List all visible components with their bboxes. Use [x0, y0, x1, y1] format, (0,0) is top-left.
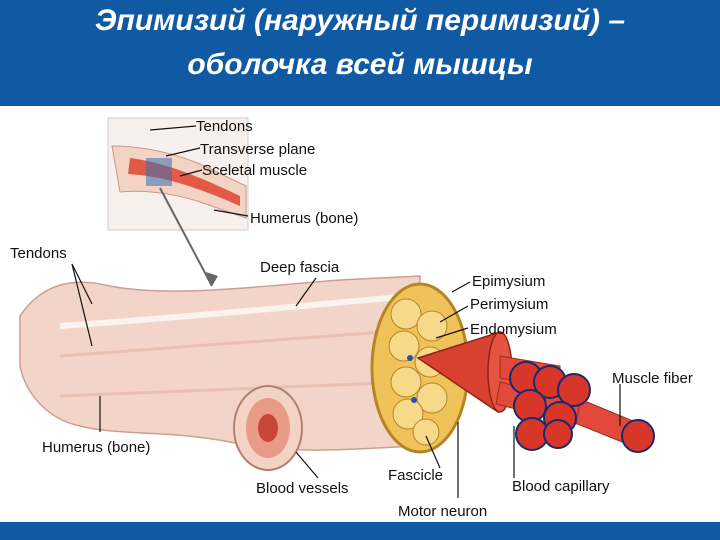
- label-epimysium: Epimysium: [472, 273, 545, 290]
- humerus-bone-section: [234, 386, 302, 470]
- slide-title-line-1: Эпимизий (наружный перимизий) –: [0, 4, 720, 38]
- label-perimysium: Perimysium: [470, 296, 548, 313]
- label-humerus-top: Humerus (bone): [250, 210, 358, 227]
- label-endomysium: Endomysium: [470, 321, 557, 338]
- slide-title-line-2: оболочка всей мышцы: [0, 48, 720, 82]
- label-humerus-bottom: Humerus (bone): [42, 439, 150, 456]
- title-bar: Эпимизий (наружный перимизий) – оболочка…: [0, 0, 720, 106]
- label-tendons-left: Tendons: [10, 245, 67, 262]
- label-transverse-plane: Transverse plane: [200, 141, 315, 158]
- label-sceletal-muscle: Sceletal muscle: [202, 162, 307, 179]
- label-tendons-top: Tendons: [196, 118, 253, 135]
- label-fascicle: Fascicle: [388, 467, 443, 484]
- muscle-body: [20, 276, 420, 450]
- label-blood-vessels: Blood vessels: [256, 480, 349, 497]
- label-muscle-fiber: Muscle fiber: [612, 370, 693, 387]
- muscle-anatomy-diagram: Tendons Transverse plane Sceletal muscle…: [0, 106, 720, 522]
- label-blood-capillary: Blood capillary: [512, 478, 610, 495]
- bottom-bar: [0, 522, 720, 540]
- label-motor-neuron: Motor neuron: [398, 503, 487, 520]
- label-deep-fascia: Deep fascia: [260, 259, 340, 276]
